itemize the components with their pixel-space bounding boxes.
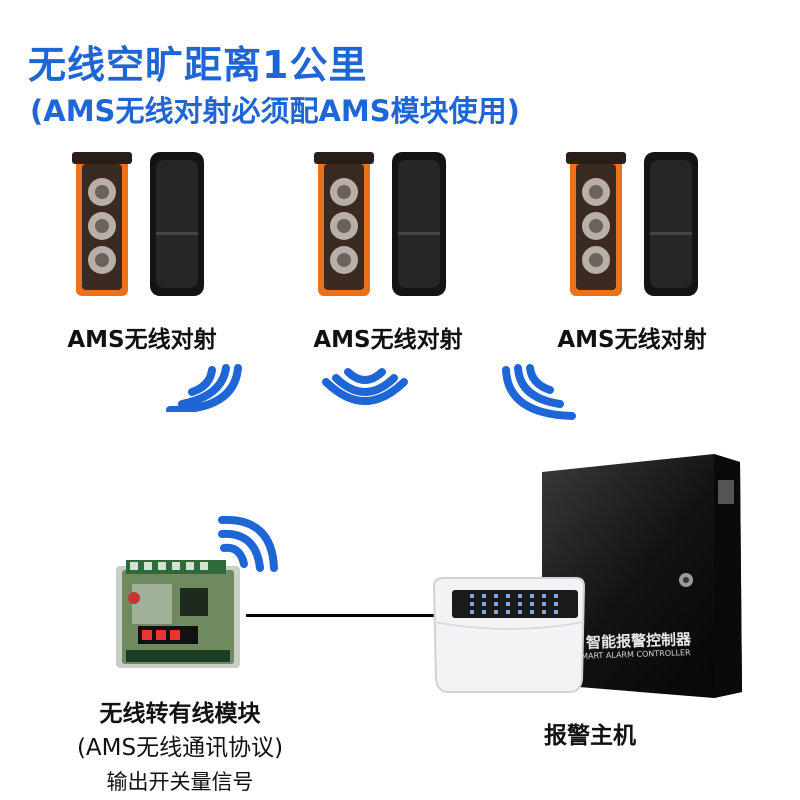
beam-sensor-3 — [566, 150, 706, 300]
connection-wire — [246, 614, 444, 617]
module-output-label: 输出开关量信号 — [106, 770, 254, 794]
keypad-icon — [432, 577, 586, 693]
beam-sensor-icon — [566, 152, 698, 296]
circuit-board-icon — [116, 560, 240, 668]
beam-sensor-icon — [314, 152, 446, 296]
host-label: 报警主机 — [544, 723, 636, 749]
wireless-module-image — [112, 558, 244, 674]
module-protocol-label: (AMS无线通讯协议) — [76, 735, 284, 761]
page-subtitle: (AMS无线对射必须配AMS模块使用) — [30, 94, 520, 128]
wireless-signal-icon-module — [210, 512, 280, 574]
page-title: 无线空旷距离1公里 — [28, 43, 368, 87]
module-label: 无线转有线模块 — [99, 701, 261, 727]
alarm-keypad-image — [430, 576, 588, 700]
alarm-host-image — [536, 452, 748, 704]
wireless-signal-icon-3 — [500, 362, 580, 422]
wireless-signal-icon-2 — [320, 362, 410, 410]
beam-sensor-1 — [72, 150, 212, 300]
beam-sensor-2 — [314, 150, 454, 300]
sensor-label-1: AMS无线对射 — [67, 327, 217, 353]
sensor-label-2: AMS无线对射 — [313, 327, 463, 353]
beam-sensor-icon — [72, 152, 204, 296]
sensor-label-3: AMS无线对射 — [557, 327, 707, 353]
alarm-controller-box-icon — [542, 454, 742, 698]
wireless-signal-icon-1 — [162, 362, 242, 412]
